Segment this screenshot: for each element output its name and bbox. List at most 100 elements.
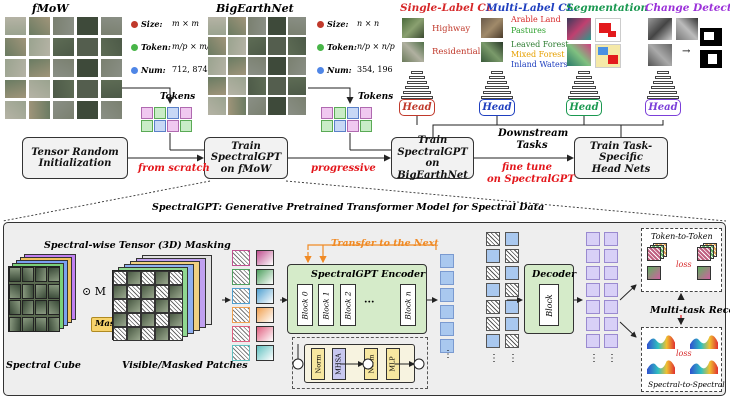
satellite-tile [101, 101, 122, 119]
token-square [334, 120, 346, 132]
decoder-input-token [505, 283, 519, 297]
output-token [586, 232, 600, 246]
masking-title: Spectral-wise Tensor (3D) Masking [44, 240, 231, 251]
output-token [604, 300, 618, 314]
masked-cell [155, 299, 169, 313]
satellite-tile [288, 37, 306, 55]
decoder-input-token [486, 283, 500, 297]
head-layer [411, 71, 423, 74]
masked-cell [141, 327, 155, 341]
cube-cell [48, 316, 60, 332]
head-layer [655, 76, 671, 79]
spectral-cube-label: Spectral Cube [6, 360, 81, 371]
token-square [360, 120, 372, 132]
encoded-token [440, 271, 454, 285]
cube-cell [35, 267, 47, 282]
ben-num-value: 354, 196 [357, 65, 393, 74]
ellipsis: ⋮ [607, 353, 617, 364]
output-token [604, 249, 618, 263]
token-bullet [317, 44, 324, 51]
token-bullet [131, 44, 138, 51]
spectrum-curve [690, 360, 718, 374]
masked-cell [127, 299, 141, 313]
output-token [586, 300, 600, 314]
satellite-tile [101, 80, 122, 98]
masked-cell [169, 271, 183, 285]
cube-cell [48, 300, 60, 315]
decoder-input-token [486, 317, 500, 331]
satellite-tile [208, 17, 226, 35]
satellite-tile [53, 101, 74, 119]
satellite-tile [5, 80, 26, 98]
masked-cell [169, 285, 183, 299]
spectrum-curve [647, 335, 675, 349]
head-segmentation: Head [566, 99, 602, 116]
satellite-tile [53, 17, 74, 35]
output-token [586, 266, 600, 280]
patch-masked [232, 288, 250, 304]
box-line: on fMoW [220, 163, 272, 175]
satellite-tile [77, 38, 98, 56]
output-token [604, 317, 618, 331]
transfer-label: Transfer to the Next [331, 238, 439, 249]
ben-num-label: Num: [327, 65, 352, 75]
output-token [586, 249, 600, 263]
cube-cell [48, 283, 60, 299]
decoder-block: Block [539, 284, 559, 326]
encoded-token [440, 288, 454, 302]
fmow-size-value: m × m [172, 19, 199, 28]
satellite-tile [5, 17, 26, 35]
satellite-tile [268, 97, 286, 115]
masked-cell [113, 327, 127, 341]
encoder-block: Block 0 [297, 284, 313, 326]
token-square [154, 120, 166, 132]
token-square [321, 107, 333, 119]
change-mask-2 [700, 50, 722, 68]
change-image-t3 [648, 44, 672, 66]
token-to-token-label: Token-to-Token [651, 232, 713, 241]
tensor-init-box: Tensor Random Initialization [22, 137, 128, 179]
change-region [708, 54, 717, 64]
satellite-tile [248, 77, 266, 95]
satellite-tile [248, 37, 266, 55]
masked-cube [112, 254, 220, 352]
token-square [167, 120, 179, 132]
patch-masked [232, 269, 250, 285]
patch-visible [256, 326, 274, 342]
spectrum-curve [690, 335, 718, 349]
masked-cell [113, 271, 127, 285]
satellite-tile [268, 37, 286, 55]
ellipsis: ⋮ [508, 353, 518, 364]
train-heads-box: Train Task-Specific Head Nets [574, 137, 668, 179]
token-square [141, 120, 153, 132]
satellite-tile [101, 59, 122, 77]
masked-cell [141, 285, 155, 299]
satellite-tile [288, 17, 306, 35]
output-token [604, 266, 618, 280]
mask-region [599, 23, 611, 33]
patch-visible [256, 250, 274, 266]
head-layer [485, 86, 509, 89]
edge-from-scratch: from scratch [138, 163, 210, 174]
change-mask-1 [700, 28, 722, 46]
highway-thumbnail [402, 18, 424, 38]
satellite-tile [77, 80, 98, 98]
patch-masked [232, 326, 250, 342]
spectral-cube [8, 254, 76, 350]
token-square [141, 107, 153, 119]
head-multi-label: Head [479, 99, 515, 116]
masked-cell [113, 285, 127, 299]
spectrum-curve [647, 360, 675, 374]
task-title-segmentation: Segmentation [566, 2, 649, 14]
satellite-tile [268, 77, 286, 95]
patch-visible [256, 269, 274, 285]
t2t-cube [697, 247, 711, 261]
box-line: Train Task-Specific [589, 140, 653, 164]
num-bullet [131, 67, 138, 74]
label-residential: Residential [432, 47, 481, 57]
ben-token-label: Token: [327, 42, 357, 52]
patch-visible [256, 345, 274, 361]
masked-cell [113, 313, 127, 327]
